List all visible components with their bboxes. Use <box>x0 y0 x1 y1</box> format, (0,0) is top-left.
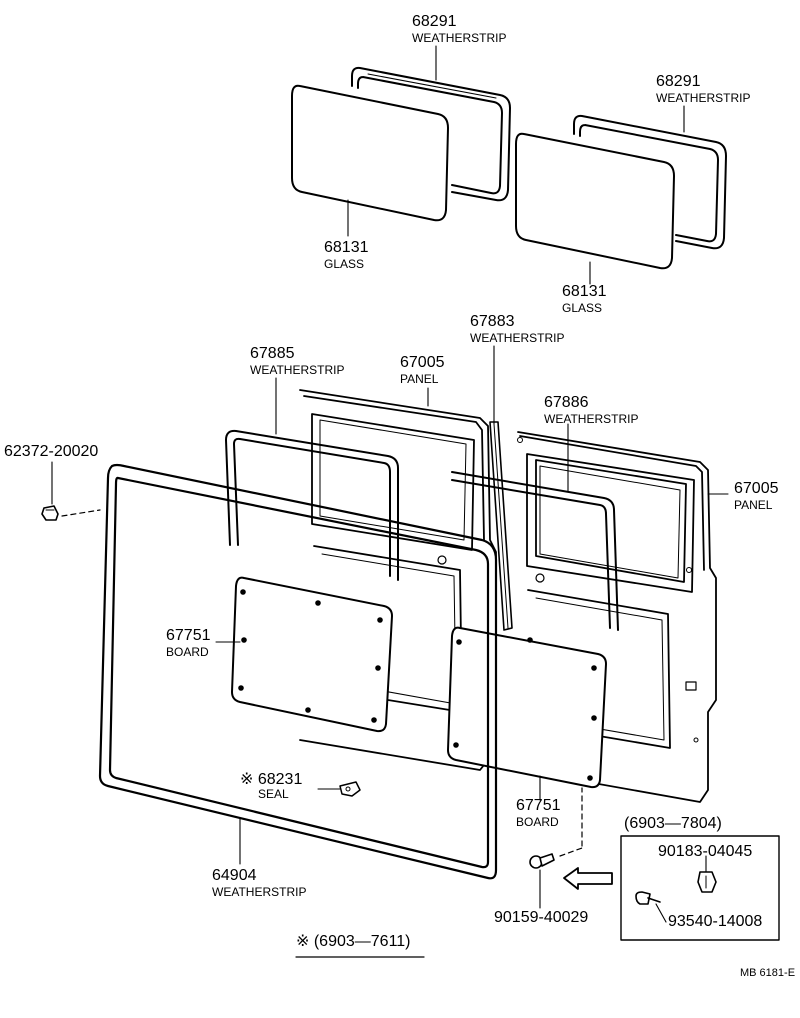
callout-67005-right-number: 67005 <box>734 480 779 497</box>
callout-68291-top-left-name: WEATHERSTRIP <box>412 31 507 45</box>
footnote-range: ※ (6903—7611) <box>296 933 411 950</box>
callout-68231-name: SEAL <box>258 787 289 801</box>
callout-67751-right-number: 67751 <box>516 797 561 814</box>
callout-67005-right-name: PANEL <box>734 498 773 512</box>
callout-90159-40029-number: 90159-40029 <box>494 909 589 926</box>
clip-62372-20020 <box>41 505 101 521</box>
arrow-to-inset <box>563 867 613 890</box>
seal-68231 <box>339 781 361 797</box>
inset-box <box>620 835 780 941</box>
glass-68131-left <box>291 84 449 222</box>
weatherstrip-64904 <box>98 463 498 880</box>
callout-68291-top-right-name: WEATHERSTRIP <box>656 91 751 105</box>
callout-68131-right-name: GLASS <box>562 301 603 315</box>
callout-67885-number: 67885 <box>250 345 295 362</box>
callout-68291-top-right-number: 68291 <box>656 73 701 90</box>
callout-62372-20020-number: 62372-20020 <box>4 443 99 460</box>
weatherstrip-68291-right <box>573 114 727 250</box>
callout-67885-name: WEATHERSTRIP <box>250 363 345 377</box>
callout-68131-left-name: GLASS <box>324 257 365 271</box>
screw-90159-40029 <box>529 787 583 869</box>
callout-68131-right-number: 68131 <box>562 283 607 300</box>
callout-68131-left-number: 68131 <box>324 239 369 256</box>
callout-67751-left-number: 67751 <box>166 627 211 644</box>
callout-90183-04045-number: 90183-04045 <box>658 843 753 860</box>
callout-67886-name: WEATHERSTRIP <box>544 412 639 426</box>
callout-67751-right-name: BOARD <box>516 815 559 829</box>
weatherstrip-68291-left <box>351 66 511 202</box>
drawing-id: MB 6181-E <box>740 967 796 979</box>
glass-68131-right <box>515 132 675 270</box>
callout-67005-left-name: PANEL <box>400 372 439 386</box>
callout-68231-number: ※ 68231 <box>240 771 303 788</box>
callout-67883-number: 67883 <box>470 313 515 330</box>
callout-93540-14008-number: 93540-14008 <box>668 913 763 930</box>
weatherstrip-67883 <box>489 421 513 631</box>
weatherstrip-67886 <box>451 471 619 631</box>
board-67751-right <box>447 626 607 789</box>
callout-67005-left-number: 67005 <box>400 354 445 371</box>
callout-67883-name: WEATHERSTRIP <box>470 331 565 345</box>
callout-67751-left-name: BOARD <box>166 645 209 659</box>
callout-64904-name: WEATHERSTRIP <box>212 885 307 899</box>
callout-68291-top-left-number: 68291 <box>412 13 457 30</box>
weatherstrip-67885 <box>225 429 399 581</box>
leader-lines <box>51 45 729 923</box>
board-67751-left <box>231 576 393 733</box>
callout-64904-number: 64904 <box>212 867 257 884</box>
callout-67886-number: 67886 <box>544 394 589 411</box>
inset-range-label: (6903—7804) <box>624 815 722 832</box>
